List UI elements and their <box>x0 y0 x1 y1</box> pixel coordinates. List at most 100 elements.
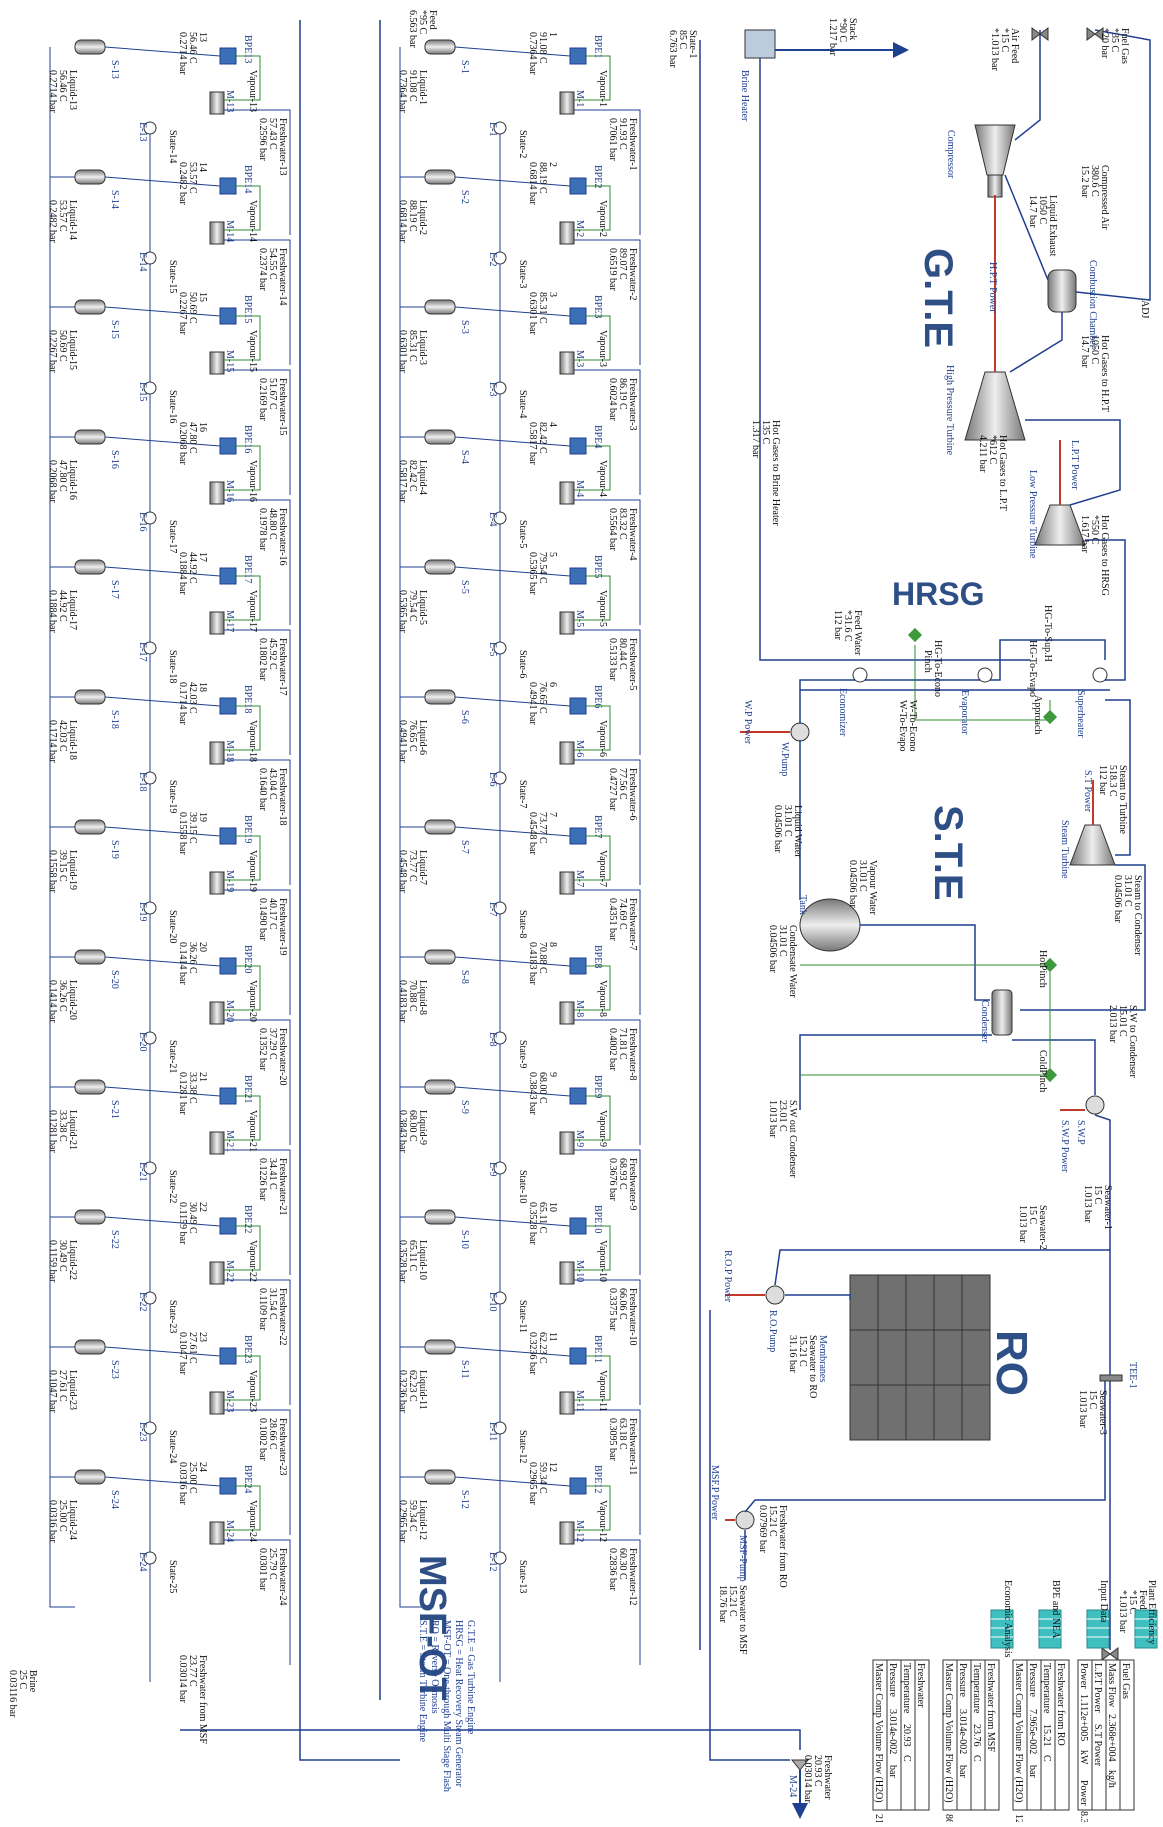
hp-turbine-icon[interactable] <box>965 372 1025 440</box>
separator-icon[interactable] <box>75 1080 105 1094</box>
bpe-block-icon[interactable] <box>570 1478 586 1494</box>
bpe-block-icon[interactable] <box>220 178 236 194</box>
mixer-icon[interactable] <box>560 612 574 634</box>
separator-icon[interactable] <box>425 950 455 964</box>
mixer-icon[interactable] <box>560 92 574 114</box>
bpe-block-icon[interactable] <box>220 1348 236 1364</box>
bpe-block-icon[interactable] <box>570 568 586 584</box>
bpe-block-icon[interactable] <box>570 48 586 64</box>
mixer-icon[interactable] <box>210 1132 224 1154</box>
separator-icon[interactable] <box>75 690 105 704</box>
brine-heater-icon[interactable] <box>745 30 775 58</box>
mixer-icon[interactable] <box>560 482 574 504</box>
mixer-icon[interactable] <box>560 1522 574 1544</box>
separator-icon[interactable] <box>425 690 455 704</box>
mixer-icon[interactable] <box>560 1132 574 1154</box>
economizer-icon[interactable] <box>853 668 867 682</box>
mixer-label: M-6 <box>574 740 585 757</box>
bpe-block-icon[interactable] <box>220 1218 236 1234</box>
separator-icon[interactable] <box>75 950 105 964</box>
mixer-icon[interactable] <box>560 1002 574 1024</box>
separator-icon[interactable] <box>75 170 105 184</box>
hrsg-title: HRSG <box>892 576 984 612</box>
evaporator-icon[interactable] <box>978 668 992 682</box>
bpe-block-icon[interactable] <box>570 308 586 324</box>
bpe-block-icon[interactable] <box>220 308 236 324</box>
mixer-icon[interactable] <box>210 92 224 114</box>
membranes-icon[interactable] <box>850 1275 990 1440</box>
table-cell: bar <box>1027 1765 1038 1778</box>
lp-turbine-icon[interactable] <box>1035 505 1085 545</box>
steam-turbine-icon[interactable] <box>1070 825 1115 865</box>
mixer-icon[interactable] <box>210 1262 224 1284</box>
liquid-press: 0.1884 bar <box>47 590 58 633</box>
ro-pump-icon[interactable] <box>766 1286 784 1304</box>
compressor-icon[interactable] <box>975 125 1015 175</box>
mixer-icon[interactable] <box>560 872 574 894</box>
separator-icon[interactable] <box>75 430 105 444</box>
mixer-icon[interactable] <box>210 612 224 634</box>
pinch-label: Pinch <box>922 650 933 673</box>
bpe-block-icon[interactable] <box>220 1088 236 1104</box>
mixer-icon[interactable] <box>210 1392 224 1414</box>
separator-icon[interactable] <box>425 1470 455 1484</box>
vapour-label: Vapour-23 <box>247 1370 258 1412</box>
bpe-block-icon[interactable] <box>570 438 586 454</box>
separator-icon[interactable] <box>75 820 105 834</box>
combustion-chamber-icon[interactable] <box>1048 270 1076 312</box>
mixer-icon[interactable] <box>210 742 224 764</box>
condenser-icon[interactable] <box>992 990 1012 1035</box>
separator-icon[interactable] <box>425 170 455 184</box>
bpe-block-icon[interactable] <box>570 1218 586 1234</box>
bpe-block-icon[interactable] <box>220 698 236 714</box>
superheater-icon[interactable] <box>1093 668 1107 682</box>
bpe-block-icon[interactable] <box>570 1348 586 1364</box>
separator-icon[interactable] <box>425 1210 455 1224</box>
bpe-block-icon[interactable] <box>220 958 236 974</box>
separator-icon[interactable] <box>75 1340 105 1354</box>
brine-press: 0.03116 bar <box>7 1670 18 1718</box>
mixer-icon[interactable] <box>210 482 224 504</box>
bpe-block-icon[interactable] <box>570 1088 586 1104</box>
mixer-icon[interactable] <box>210 222 224 244</box>
msf-feed-labels: Feed *95 C 6.563 bar State-1 85 C 6.763 … <box>407 10 698 68</box>
mixer-icon[interactable] <box>210 1522 224 1544</box>
mixer-icon[interactable] <box>210 352 224 374</box>
tee-icon[interactable] <box>1100 1375 1122 1381</box>
bpe-block-icon[interactable] <box>220 828 236 844</box>
separator-icon[interactable] <box>75 300 105 314</box>
bpe-block-icon[interactable] <box>570 958 586 974</box>
vapour-line <box>455 177 570 186</box>
separator-icon[interactable] <box>425 1080 455 1094</box>
mixer-icon[interactable] <box>210 872 224 894</box>
bpe-block-icon[interactable] <box>220 438 236 454</box>
sw-to-ro-line <box>785 1295 850 1300</box>
separator-icon[interactable] <box>75 40 105 54</box>
bpe-block-icon[interactable] <box>220 48 236 64</box>
bpe-block-icon[interactable] <box>220 568 236 584</box>
mixer-icon[interactable] <box>560 222 574 244</box>
mixer-icon[interactable] <box>560 1262 574 1284</box>
mixer-icon[interactable] <box>560 1392 574 1414</box>
separator-icon[interactable] <box>425 40 455 54</box>
separator-icon[interactable] <box>75 1210 105 1224</box>
bpe-block-icon[interactable] <box>570 828 586 844</box>
bpe-block-icon[interactable] <box>570 178 586 194</box>
separator-icon[interactable] <box>425 820 455 834</box>
msf-pump-icon[interactable] <box>736 1511 754 1529</box>
separator-icon[interactable] <box>75 1470 105 1484</box>
mixer-icon[interactable] <box>210 1002 224 1024</box>
bpe-block-icon[interactable] <box>570 698 586 714</box>
separator-icon[interactable] <box>75 560 105 574</box>
separator-icon[interactable] <box>425 300 455 314</box>
bpe-block-icon[interactable] <box>220 1478 236 1494</box>
water-pump-icon[interactable] <box>791 723 809 741</box>
sw-pump-icon[interactable] <box>1086 1096 1104 1114</box>
lp-power-label: L.P.T Power <box>1069 440 1080 490</box>
mixer-icon[interactable] <box>560 742 574 764</box>
separator-icon[interactable] <box>425 560 455 574</box>
separator-icon[interactable] <box>425 1340 455 1354</box>
separator-icon[interactable] <box>425 430 455 444</box>
mixer-icon[interactable] <box>560 352 574 374</box>
heat-exchanger-label: E-9 <box>487 1162 498 1176</box>
